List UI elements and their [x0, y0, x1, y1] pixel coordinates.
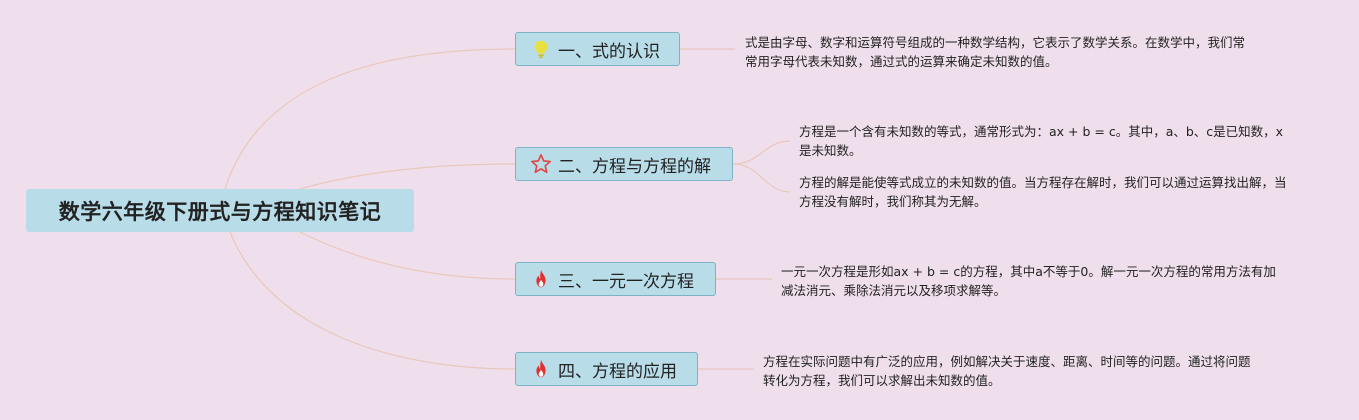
topic-equation-application[interactable]: 四、方程的应用: [515, 352, 698, 386]
central-topic[interactable]: 数学六年级下册式与方程知识笔记: [26, 189, 414, 232]
topic-label: 二、方程与方程的解: [558, 156, 711, 177]
note-equation-solution: 方程的解是能使等式成立的未知数的值。当方程存在解时，我们可以通过运算找出解，当方…: [799, 175, 1287, 209]
note-expression-definition: 式是由字母、数字和运算符号组成的一种数学结构，它表示了数学关系。在数学中，我们常…: [745, 35, 1246, 69]
connector-b2-n2b: [732, 163, 791, 193]
topic-linear-equation[interactable]: 三、一元一次方程: [515, 262, 716, 296]
lightbulb-icon: [530, 38, 552, 60]
topic-label: 一、式的认识: [558, 41, 660, 62]
note-equation-application: 方程在实际问题中有广泛的应用，例如解决关于速度、距离、时间等的问题。通过将问题转…: [763, 354, 1251, 388]
note-linear-equation: 一元一次方程是形如ax + b = c的方程，其中a不等于0。解一元一次方程的常…: [781, 264, 1276, 298]
star-icon: [530, 153, 552, 175]
connector-root-b3: [299, 231, 516, 280]
central-topic-label: 数学六年级下册式与方程知识笔记: [58, 199, 382, 224]
topic-expression-recognition[interactable]: 一、式的认识: [515, 32, 680, 66]
fire-icon: [530, 358, 552, 380]
topic-label: 四、方程的应用: [558, 361, 677, 382]
fire-icon: [530, 268, 552, 290]
connector-root-b4: [229, 231, 516, 370]
connector-b2-n2a: [732, 140, 791, 165]
topic-equation-and-solution[interactable]: 二、方程与方程的解: [515, 147, 733, 181]
connector-root-b1: [224, 48, 516, 190]
topic-label: 三、一元一次方程: [558, 271, 694, 292]
connector-root-b2: [299, 163, 516, 190]
note-equation-definition: 方程是一个含有未知数的等式，通常形式为：ax + b = c。其中，a、b、c是…: [799, 124, 1284, 158]
